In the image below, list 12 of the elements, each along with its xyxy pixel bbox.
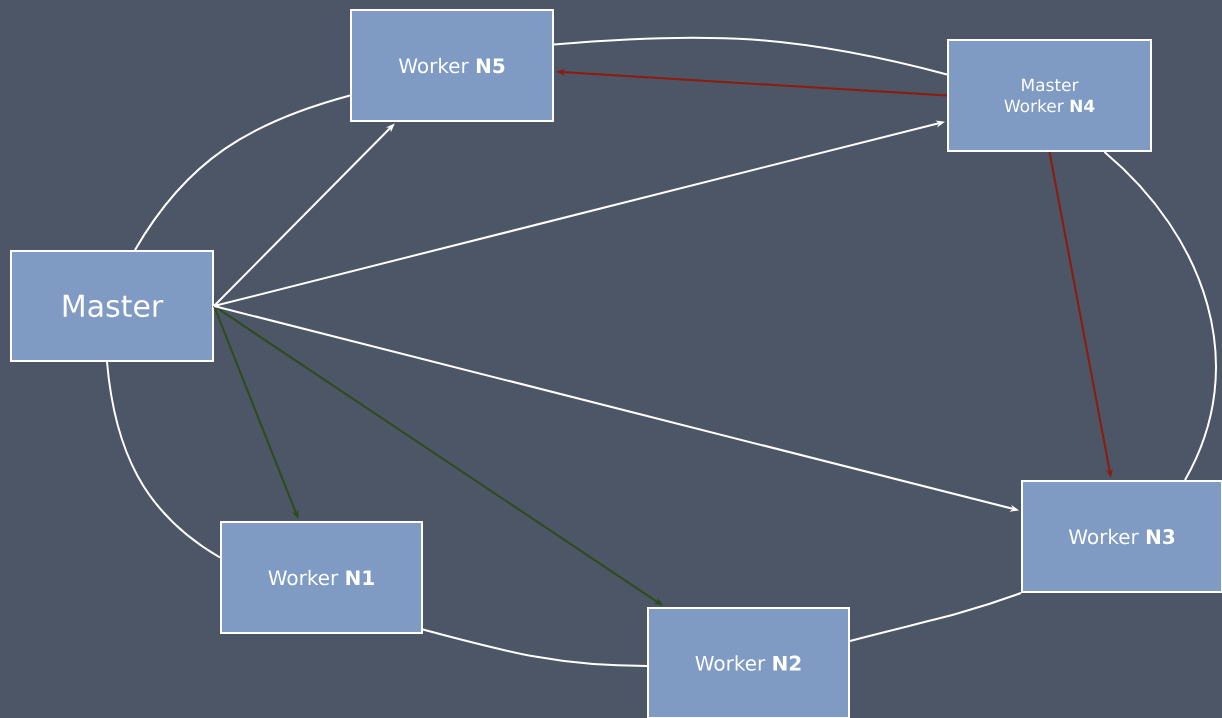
ring-line <box>134 94 351 251</box>
ring-line <box>849 592 1022 642</box>
process-box: Worker N1 <box>220 521 423 634</box>
process-box: Master Worker N4 <box>947 39 1152 152</box>
process-box: Worker N3 <box>1021 480 1222 593</box>
ring-line <box>422 628 648 667</box>
ring-line <box>553 36 948 76</box>
ring-line <box>106 361 221 559</box>
process-box: Master <box>10 250 214 362</box>
process-box: Worker N2 <box>647 607 850 718</box>
process-box: Worker N5 <box>350 9 554 122</box>
ring-line <box>1103 151 1217 481</box>
